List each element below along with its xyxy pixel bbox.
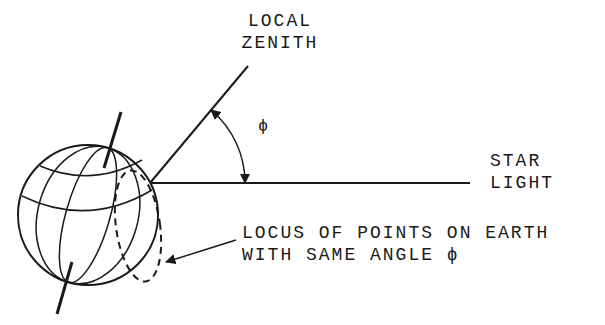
locus-ellipse [108,167,167,284]
polar-axis [57,262,72,314]
parallel [40,160,142,176]
parallel [22,190,152,211]
earth-outline [18,145,158,285]
star-light-line [150,182,470,184]
angle-symbol: ϕ [258,116,278,138]
leader-line [166,240,236,262]
zenith-label: LOCAL ZENITH [228,10,332,54]
locus-label: LOCUS OF POINTS ON EARTH WITH SAME ANGLE… [242,222,582,266]
angle-arc [211,110,245,183]
zenith-line [150,66,248,183]
polar-axis [104,112,121,168]
meridian [21,134,156,296]
meridian [48,142,129,289]
star-light-label: STAR LIGHT [490,150,580,194]
